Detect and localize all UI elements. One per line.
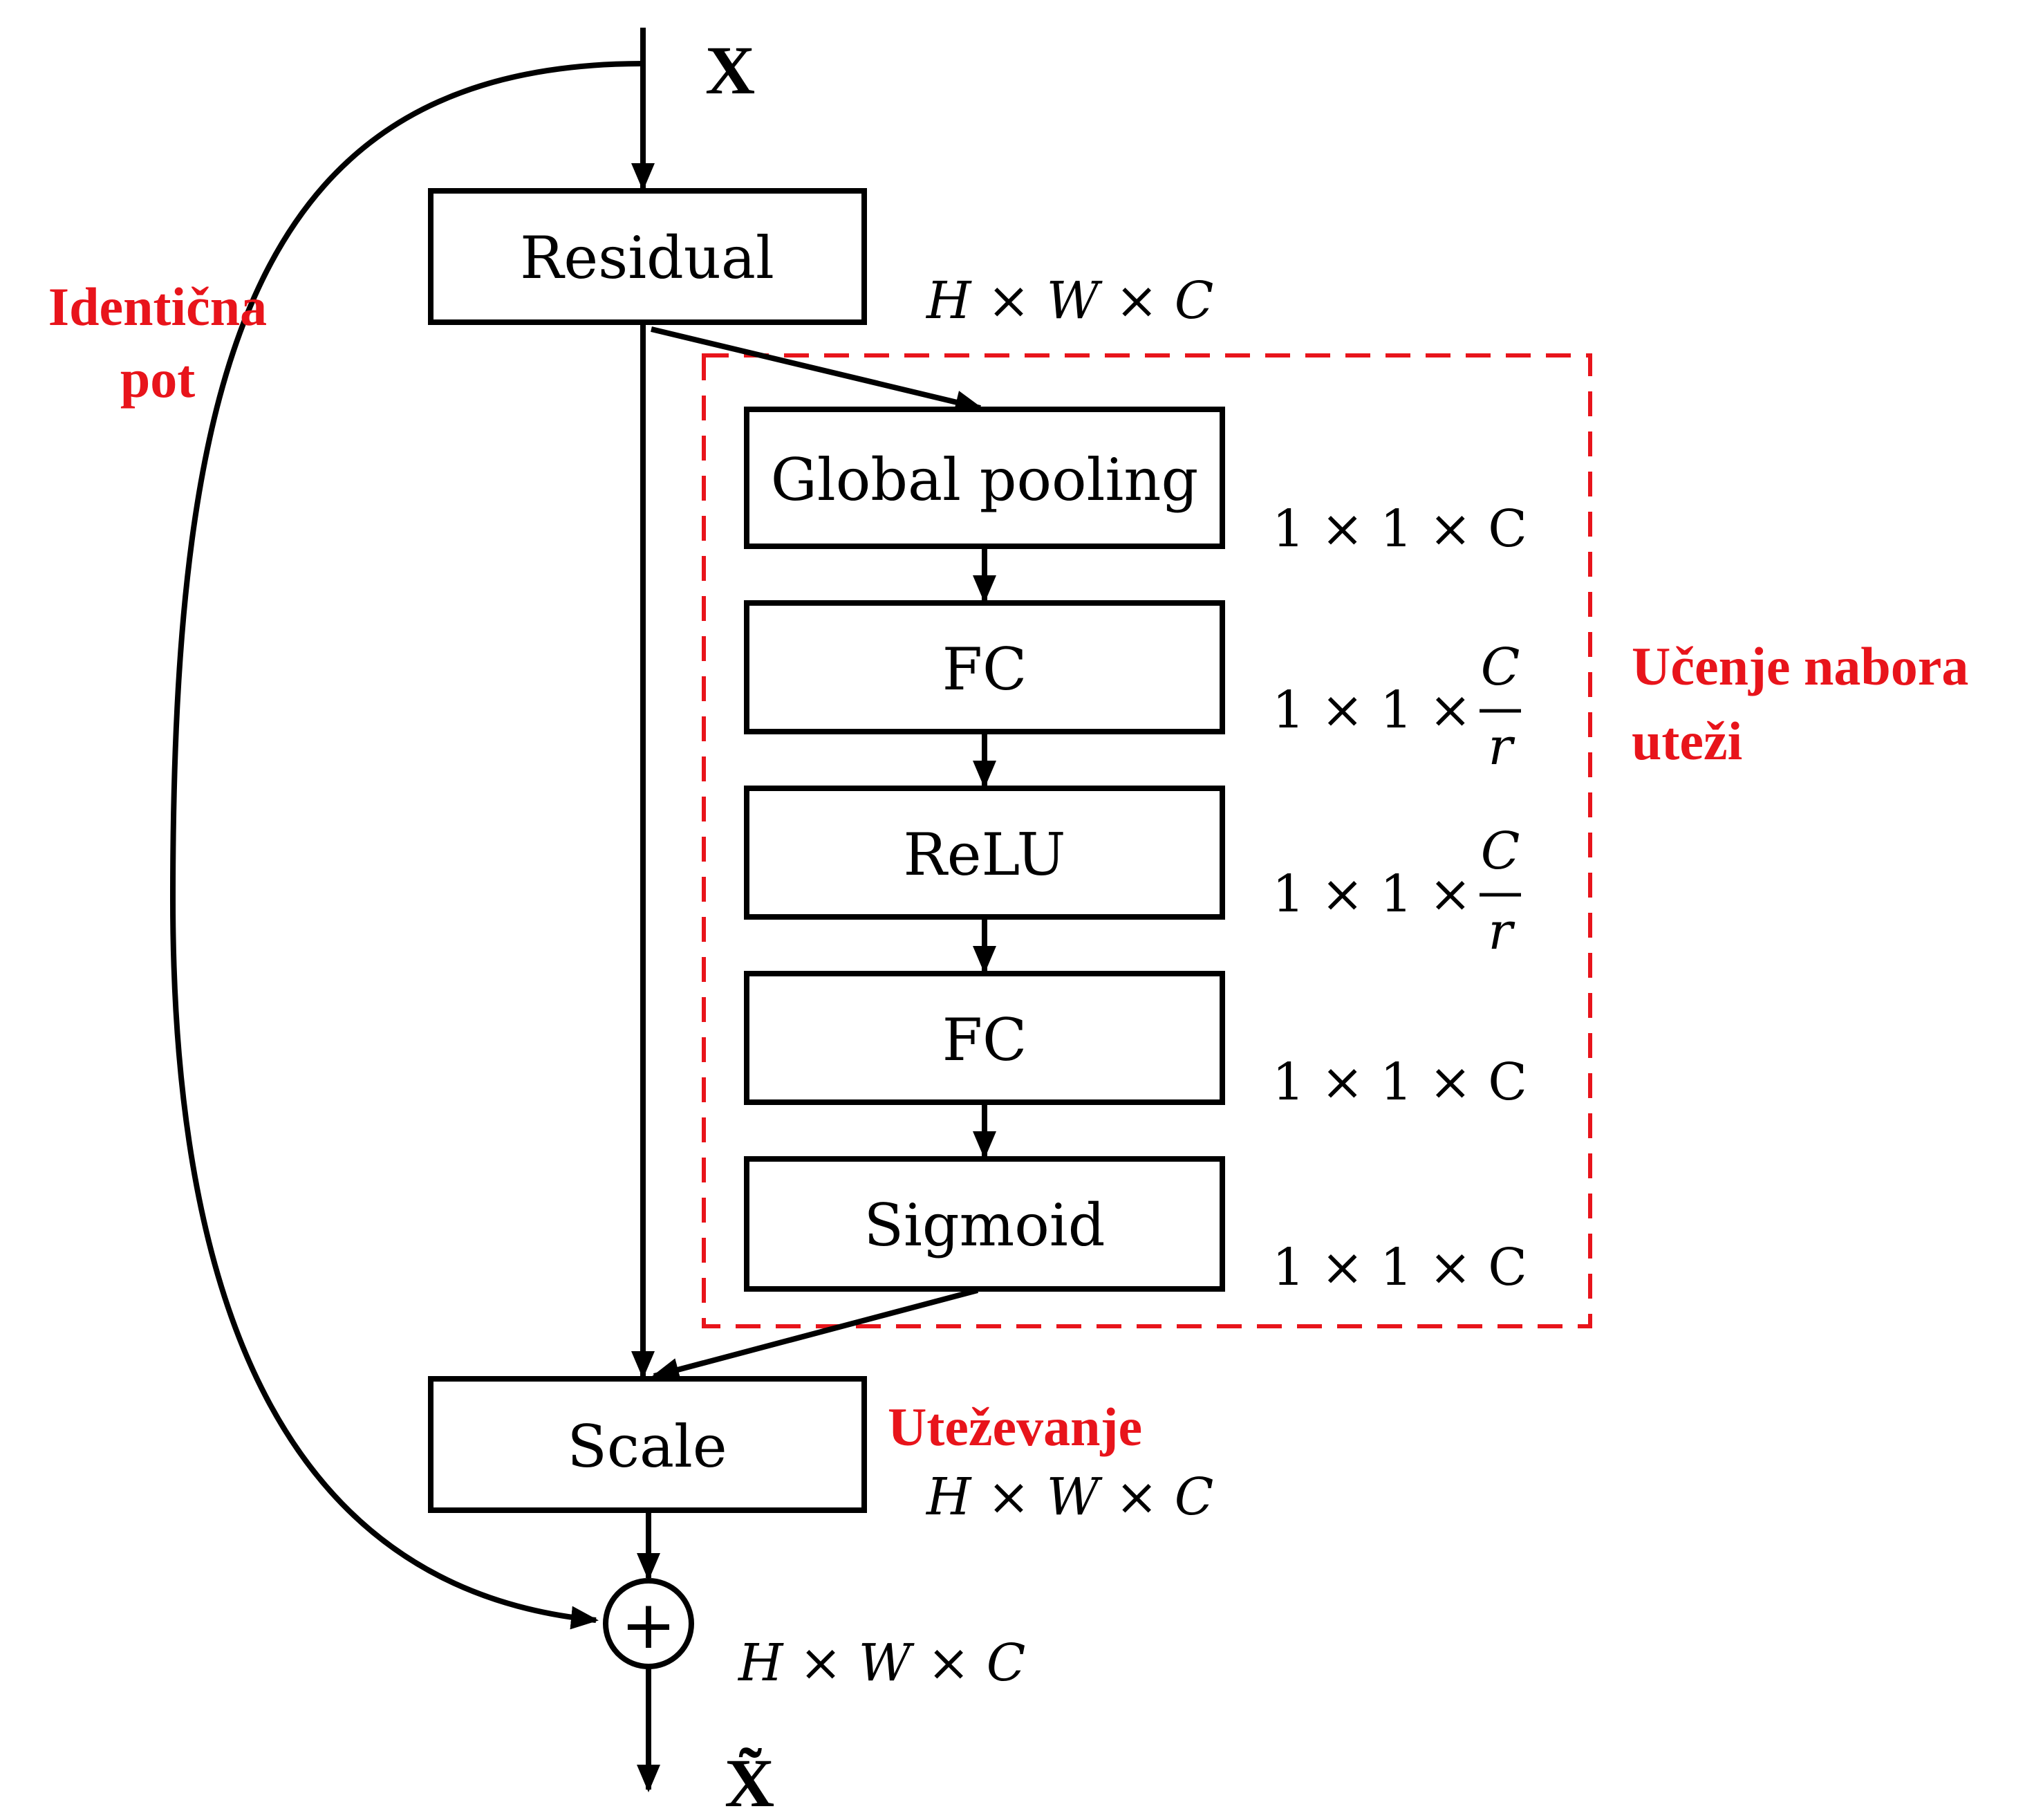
- relu-dim-prefix: 1 × 1 ×: [1272, 864, 1472, 924]
- fc1-dim-prefix: 1 × 1 ×: [1272, 680, 1472, 740]
- global-pooling-dim: 1 × 1 × C: [1272, 499, 1527, 559]
- relu-label: ReLU: [904, 821, 1066, 889]
- scale-box: [428, 1376, 867, 1513]
- weight-learning-label-line2: uteži: [1632, 711, 1742, 771]
- weight-learning-region: [702, 353, 1592, 1328]
- fc1-label: FC: [942, 635, 1027, 703]
- residual-label: Residual: [520, 224, 774, 292]
- weight-learning-label-line1: Učenje nabora: [1632, 636, 1968, 696]
- fc2-dim: 1 × 1 × C: [1272, 1052, 1527, 1112]
- global-pooling-box: [744, 407, 1225, 549]
- sigmoid-dim: 1 × 1 × C: [1272, 1238, 1527, 1297]
- identity-path-label-line1: Identična: [48, 277, 267, 337]
- sum-node: [603, 1578, 694, 1669]
- relu-dim-numerator: C: [1481, 821, 1520, 881]
- scale-dim: H × W × C: [925, 1467, 1213, 1527]
- fc2-label: FC: [942, 1006, 1027, 1074]
- scale-label: Scale: [567, 1413, 727, 1480]
- global-pooling-label: Global pooling: [771, 446, 1198, 514]
- weighting-label: Uteževanje: [888, 1397, 1142, 1457]
- sigmoid-box: [744, 1156, 1225, 1292]
- branch-out-arrow: [651, 1288, 979, 1382]
- relu-box: [744, 786, 1225, 920]
- identity-path-label-line2: pot: [120, 349, 195, 409]
- sigmoid-label: Sigmoid: [864, 1191, 1105, 1259]
- sum-symbol: +: [621, 1586, 676, 1664]
- residual-dim: H × W × C: [925, 271, 1213, 331]
- fc1-box: [744, 600, 1225, 734]
- identity-path-arrow: [169, 61, 644, 1630]
- input-label: X: [705, 32, 755, 109]
- sum-dim: H × W × C: [737, 1633, 1025, 1693]
- output-label: X̃: [725, 1745, 774, 1820]
- fc1-dim-denominator: r: [1488, 717, 1515, 777]
- fc2-box: [744, 971, 1225, 1105]
- residual-box: [428, 188, 867, 325]
- branch-in-arrow: [651, 326, 983, 414]
- relu-dim-denominator: r: [1488, 902, 1515, 961]
- fc1-dim-numerator: C: [1481, 638, 1520, 697]
